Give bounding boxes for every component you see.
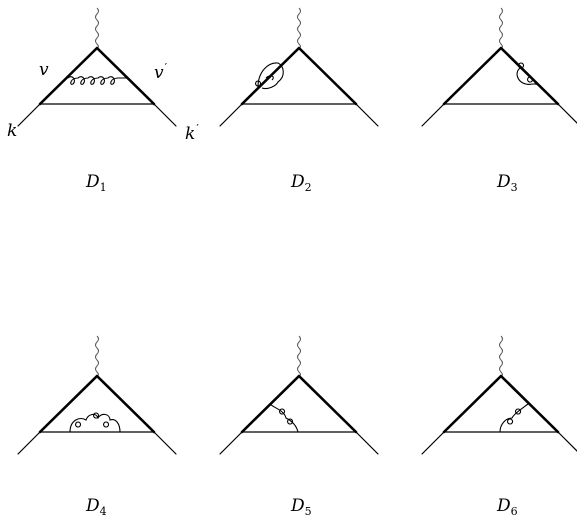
incoming-external-line	[421, 103, 445, 127]
gluon-vertex	[269, 403, 299, 433]
heavy-quark-lines	[38, 46, 156, 106]
outgoing-external-line	[355, 431, 379, 455]
heavy-quark-lines	[442, 46, 560, 106]
outgoing-external-line	[153, 103, 177, 127]
diagram-d2	[219, 7, 379, 127]
heavy-quark-lines	[240, 374, 358, 434]
incoming-external-line	[421, 431, 445, 455]
incoming-external-line	[17, 431, 41, 455]
photon-line	[95, 7, 99, 49]
caption-d1: D1	[86, 172, 107, 194]
diagram-d3	[421, 7, 577, 127]
photon-line	[297, 335, 301, 377]
gluon-self-energy	[516, 62, 543, 90]
gluon-line	[67, 76, 126, 85]
gluon-vertex	[499, 403, 529, 433]
caption-d5: D5	[291, 496, 312, 518]
label-k: k	[7, 121, 18, 141]
photon-line	[499, 7, 503, 49]
heavy-quark-lines	[38, 374, 156, 434]
photon-line	[297, 7, 301, 49]
label-k-prime: k′	[185, 122, 199, 144]
label-v-prime: v′	[154, 61, 168, 83]
outgoing-external-line	[153, 431, 177, 455]
incoming-external-line	[219, 103, 243, 127]
caption-d4: D4	[86, 496, 107, 518]
outgoing-external-line	[557, 103, 577, 124]
incoming-external-line	[17, 103, 41, 127]
heavy-quark-lines	[240, 46, 358, 106]
diagram-d1	[17, 7, 177, 127]
caption-d3: D3	[497, 172, 518, 194]
outgoing-external-line	[355, 103, 379, 127]
heavy-quark-lines	[442, 374, 560, 434]
photon-line	[499, 335, 503, 377]
caption-d6: D6	[497, 496, 518, 518]
photon-line	[95, 335, 99, 377]
diagram-d4	[17, 335, 177, 455]
label-v: v	[39, 60, 49, 80]
outgoing-external-line	[557, 431, 577, 452]
diagram-d6	[421, 335, 577, 455]
gluon-self-energy	[69, 412, 121, 433]
incoming-external-line	[219, 431, 243, 455]
gluon-self-energy	[255, 62, 284, 90]
caption-d2: D2	[291, 172, 312, 194]
diagram-d5	[219, 335, 379, 455]
